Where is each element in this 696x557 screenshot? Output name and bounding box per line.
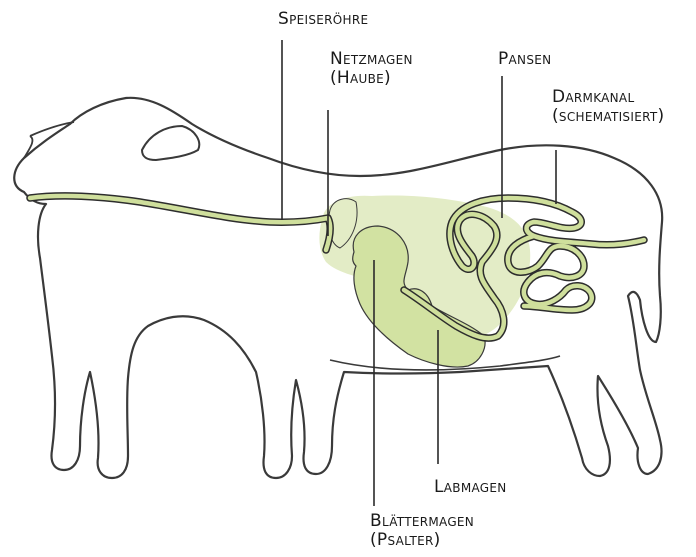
label-labmagen-text: Labmagen (434, 478, 507, 497)
speiseroehre-fill (30, 196, 330, 250)
label-darmkanal-line2: (schematisiert) (552, 107, 664, 126)
label-blaettermagen-line2: (Psalter) (370, 531, 474, 550)
label-netzmagen-line1: Netzmagen (330, 50, 413, 69)
label-speiseroehre: Speiseröhre (278, 10, 368, 29)
muzzle-outline (30, 122, 74, 136)
label-netzmagen: Netzmagen (Haube) (330, 50, 413, 88)
label-darmkanal: Darmkanal (schematisiert) (552, 88, 664, 126)
label-pansen-text: Pansen (498, 50, 551, 69)
label-netzmagen-line2: (Haube) (330, 69, 413, 88)
label-darmkanal-line1: Darmkanal (552, 88, 664, 107)
label-pansen: Pansen (498, 50, 551, 69)
label-blaettermagen: Blättermagen (Psalter) (370, 512, 474, 550)
label-speiseroehre-text: Speiseröhre (278, 10, 368, 29)
ear-outline (142, 126, 199, 160)
label-labmagen: Labmagen (434, 478, 507, 497)
label-blaettermagen-line1: Blättermagen (370, 512, 474, 531)
